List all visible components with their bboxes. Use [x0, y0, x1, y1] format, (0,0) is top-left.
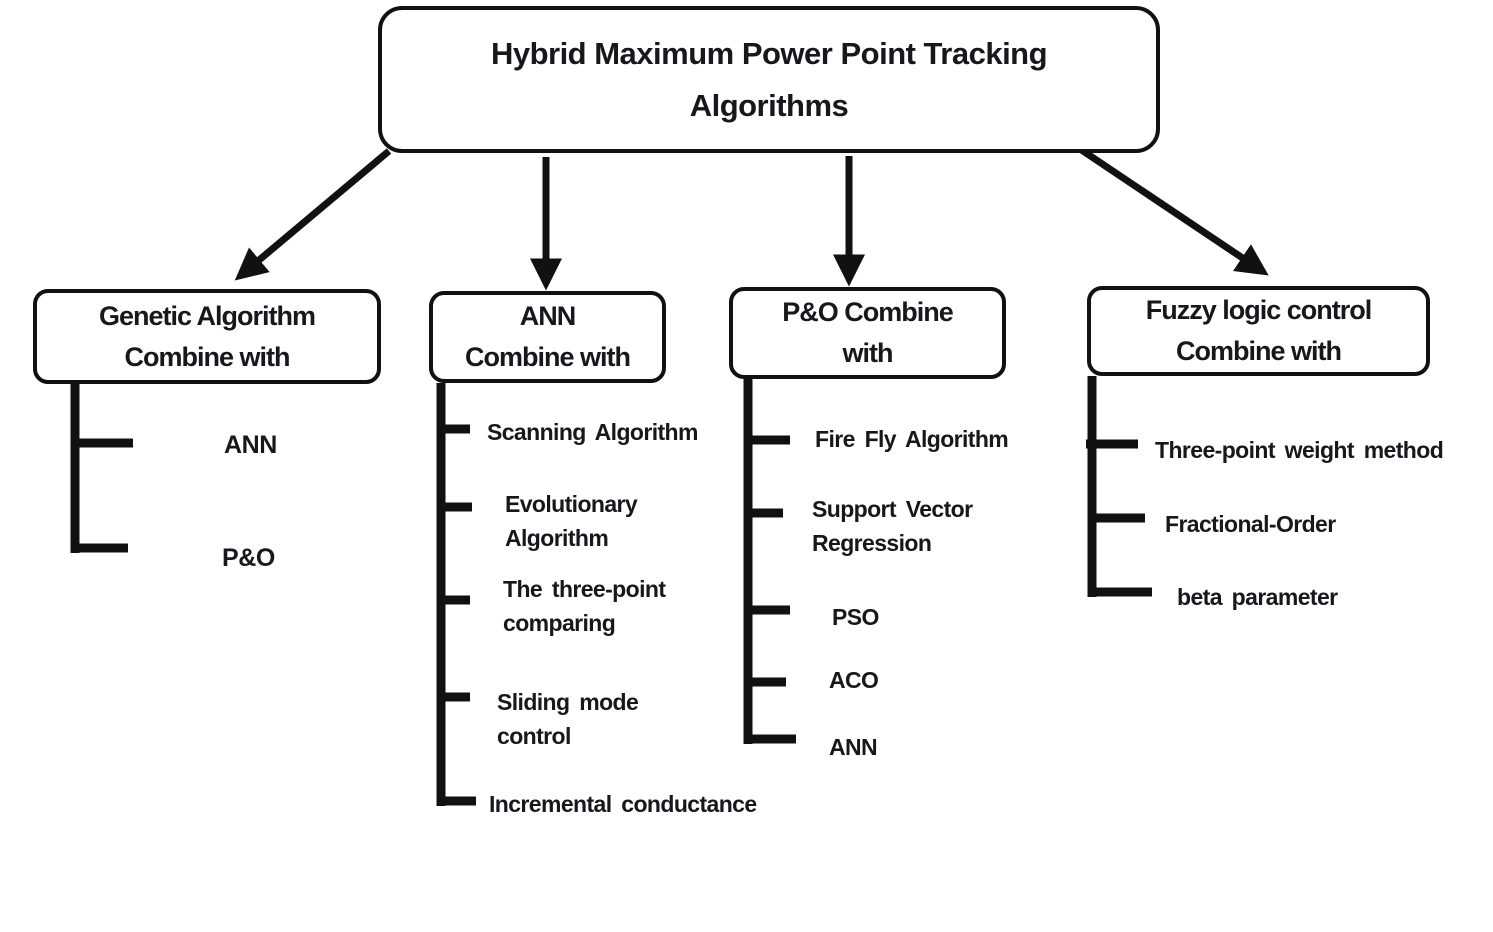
branch-ann-line1: ANN — [519, 301, 576, 331]
branch-fuzzy-line2: Combine with — [1176, 336, 1342, 366]
item-ann-evolutionary-algorithm: Evolutionary Algorithm — [505, 491, 638, 551]
root-node-title-line1: Hybrid Maximum Power Point Tracking — [490, 35, 1048, 71]
branch-po: P&O Combine with — [729, 287, 1006, 379]
item-ann-incremental-conductance: Incremental conductance — [489, 791, 757, 817]
item-fuzzy-fractional-order: Fractional-Order — [1165, 511, 1336, 537]
item-po-support-vector-regression: Support Vector Regression — [812, 496, 973, 556]
item-ann-three-point-comparing: The three-point comparing — [503, 576, 666, 636]
connector-ann-branch — [436, 383, 476, 806]
connector-po-branch — [743, 379, 796, 744]
root-node: Hybrid Maximum Power Point Tracking Algo… — [378, 6, 1160, 153]
root-node-title-line2: Algorithms — [689, 87, 849, 123]
item-po-fire-fly-algorithm: Fire Fly Algorithm — [815, 426, 1009, 452]
item-genetic-po: P&O — [222, 544, 275, 572]
item-ann-scanning-algorithm: Scanning Algorithm — [487, 419, 698, 445]
branch-genetic-line1: Genetic Algorithm — [98, 300, 316, 331]
branch-fuzzy-line1: Fuzzy logic control — [1145, 295, 1373, 325]
item-genetic-ann: ANN — [224, 431, 277, 459]
branch-po-line2: with — [842, 338, 894, 368]
connector-fuzzy-branch — [1086, 376, 1152, 597]
item-po-ann: ANN — [829, 734, 878, 760]
item-fuzzy-beta-parameter: beta parameter — [1177, 584, 1338, 610]
branch-po-line1: P&O Combine — [782, 297, 954, 327]
branch-fuzzy-logic: Fuzzy logic control Combine with — [1087, 286, 1430, 376]
item-fuzzy-three-point-weight-method: Three-point weight method — [1155, 437, 1444, 463]
branch-ann-line2: Combine with — [465, 342, 631, 372]
branch-ann: ANN Combine with — [429, 291, 666, 383]
item-po-aco: ACO — [829, 667, 879, 693]
branch-genetic-algorithm: Genetic Algorithm Combine with — [33, 289, 381, 384]
arrow-to-genetic-branch — [234, 148, 392, 281]
branch-genetic-line2: Combine with — [124, 341, 291, 372]
arrow-to-fuzzy-branch — [1078, 146, 1269, 276]
item-ann-sliding-mode-control: Sliding mode control — [497, 689, 639, 749]
connector-genetic-branch — [70, 383, 133, 553]
item-po-pso: PSO — [832, 604, 879, 630]
